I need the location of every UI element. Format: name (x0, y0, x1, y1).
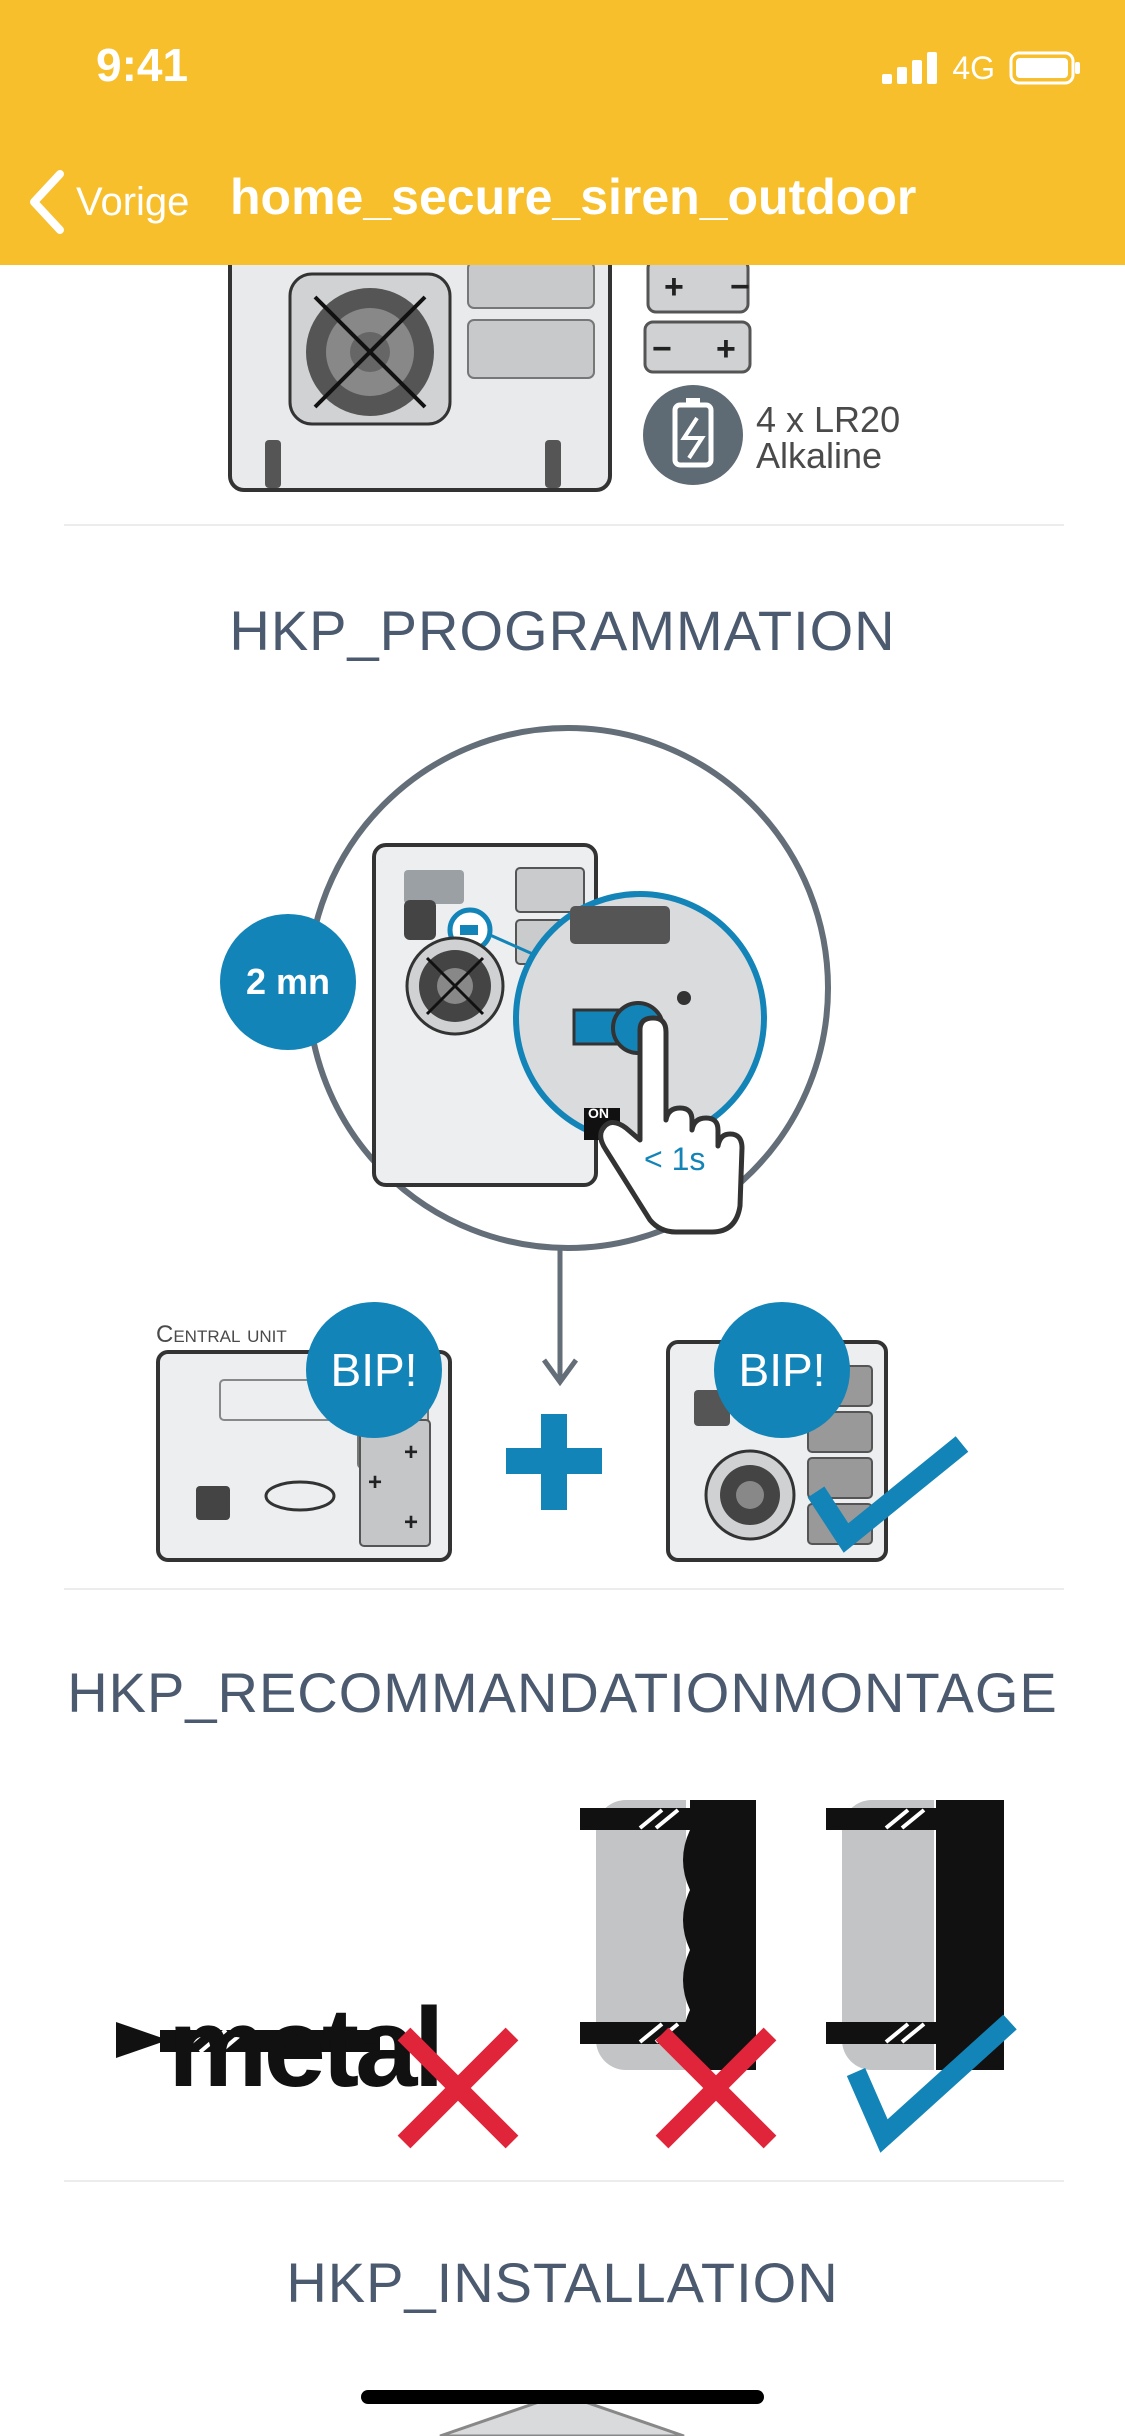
cross-icon (397, 2027, 519, 2149)
svg-text:+: + (716, 330, 736, 368)
hand-press-icon (598, 1015, 745, 1235)
flat-wall-image (826, 1800, 1004, 2070)
check-icon (846, 2014, 1017, 2153)
installation-illustration-top (439, 2392, 685, 2436)
svg-text:−: − (730, 268, 750, 306)
central-unit-label: Central unit (156, 1321, 287, 1348)
svg-text:+: + (368, 1469, 382, 1496)
page-title: home_secure_siren_outdoor (230, 169, 917, 225)
metal-surface-image: metal (116, 1985, 445, 2110)
home-indicator[interactable] (361, 2390, 764, 2404)
section-divider (64, 1588, 1064, 1590)
mounting-recommendation-illustration: metal (116, 1800, 1017, 2153)
section-heading-installation: HKP_INSTALLATION (286, 2251, 839, 2314)
back-label: Vorige (76, 179, 190, 224)
beep-right-label: BIP! (739, 1344, 826, 1396)
battery-cell-icon: + − − + (643, 260, 752, 374)
signal-icon (882, 52, 938, 84)
section-divider (64, 2180, 1064, 2182)
switch-on-label: ON (588, 1105, 609, 1121)
chevron-left-icon (30, 170, 64, 234)
svg-text:+: + (664, 268, 684, 306)
network-type: 4G (952, 49, 995, 86)
svg-text:+: + (404, 1509, 418, 1536)
beep-left-label: BIP! (331, 1344, 418, 1396)
plus-icon (506, 1414, 602, 1510)
section-heading-recommendation: HKP_RECOMMANDATIONMONTAGE (67, 1661, 1058, 1724)
cross-icon (655, 2027, 777, 2149)
battery-icon (1009, 51, 1080, 85)
check-icon (807, 1436, 969, 1553)
siren-battery-illustration: + − − + 4 x LR20 Alkaline (228, 260, 900, 492)
siren-device-image (228, 260, 612, 492)
svg-text:+: + (404, 1439, 418, 1466)
header-bar: 9:41 4G Vorige home_secure_siren_outdoor (0, 0, 1125, 265)
beep-badge-left: BIP! (306, 1302, 442, 1438)
status-bar: 9:41 4G (0, 0, 1125, 130)
uneven-wall-image (580, 1800, 756, 2070)
battery-spec-line1: 4 x LR20 (756, 399, 900, 440)
beep-badge-right: BIP! (714, 1302, 850, 1438)
section-divider (64, 524, 1064, 526)
timer-badge: 2 mn (220, 914, 356, 1050)
metal-label: metal (168, 1985, 441, 2110)
siren-device-open-image (372, 843, 598, 1187)
status-time: 9:41 (96, 39, 189, 91)
section-heading-programmation: HKP_PROGRAMMATION (229, 599, 896, 662)
back-button[interactable]: Vorige (26, 170, 189, 234)
battery-type-badge (643, 385, 743, 485)
battery-spec-line2: Alkaline (756, 435, 882, 476)
timer-label: 2 mn (246, 961, 330, 1002)
svg-text:−: − (652, 330, 672, 368)
programmation-illustration: ON < 1s 2 mn Central unit + + + (156, 725, 969, 1562)
navigation-bar: Vorige home_secure_siren_outdoor (0, 150, 1125, 250)
press-duration-label: < 1s (644, 1141, 705, 1177)
status-right: 4G (882, 48, 1081, 88)
